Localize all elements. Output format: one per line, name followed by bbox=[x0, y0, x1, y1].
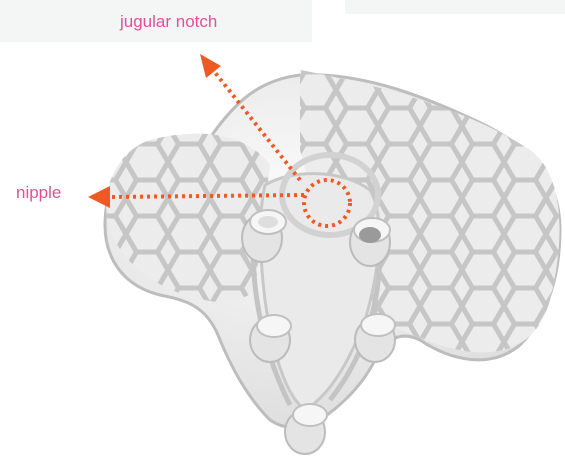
peg-top-right bbox=[350, 218, 390, 266]
peg-middle-right bbox=[355, 314, 395, 362]
nipple-label: nipple bbox=[16, 183, 61, 203]
nipple-arrowhead bbox=[88, 186, 110, 208]
jugular-notch-label: jugular notch bbox=[120, 12, 217, 32]
